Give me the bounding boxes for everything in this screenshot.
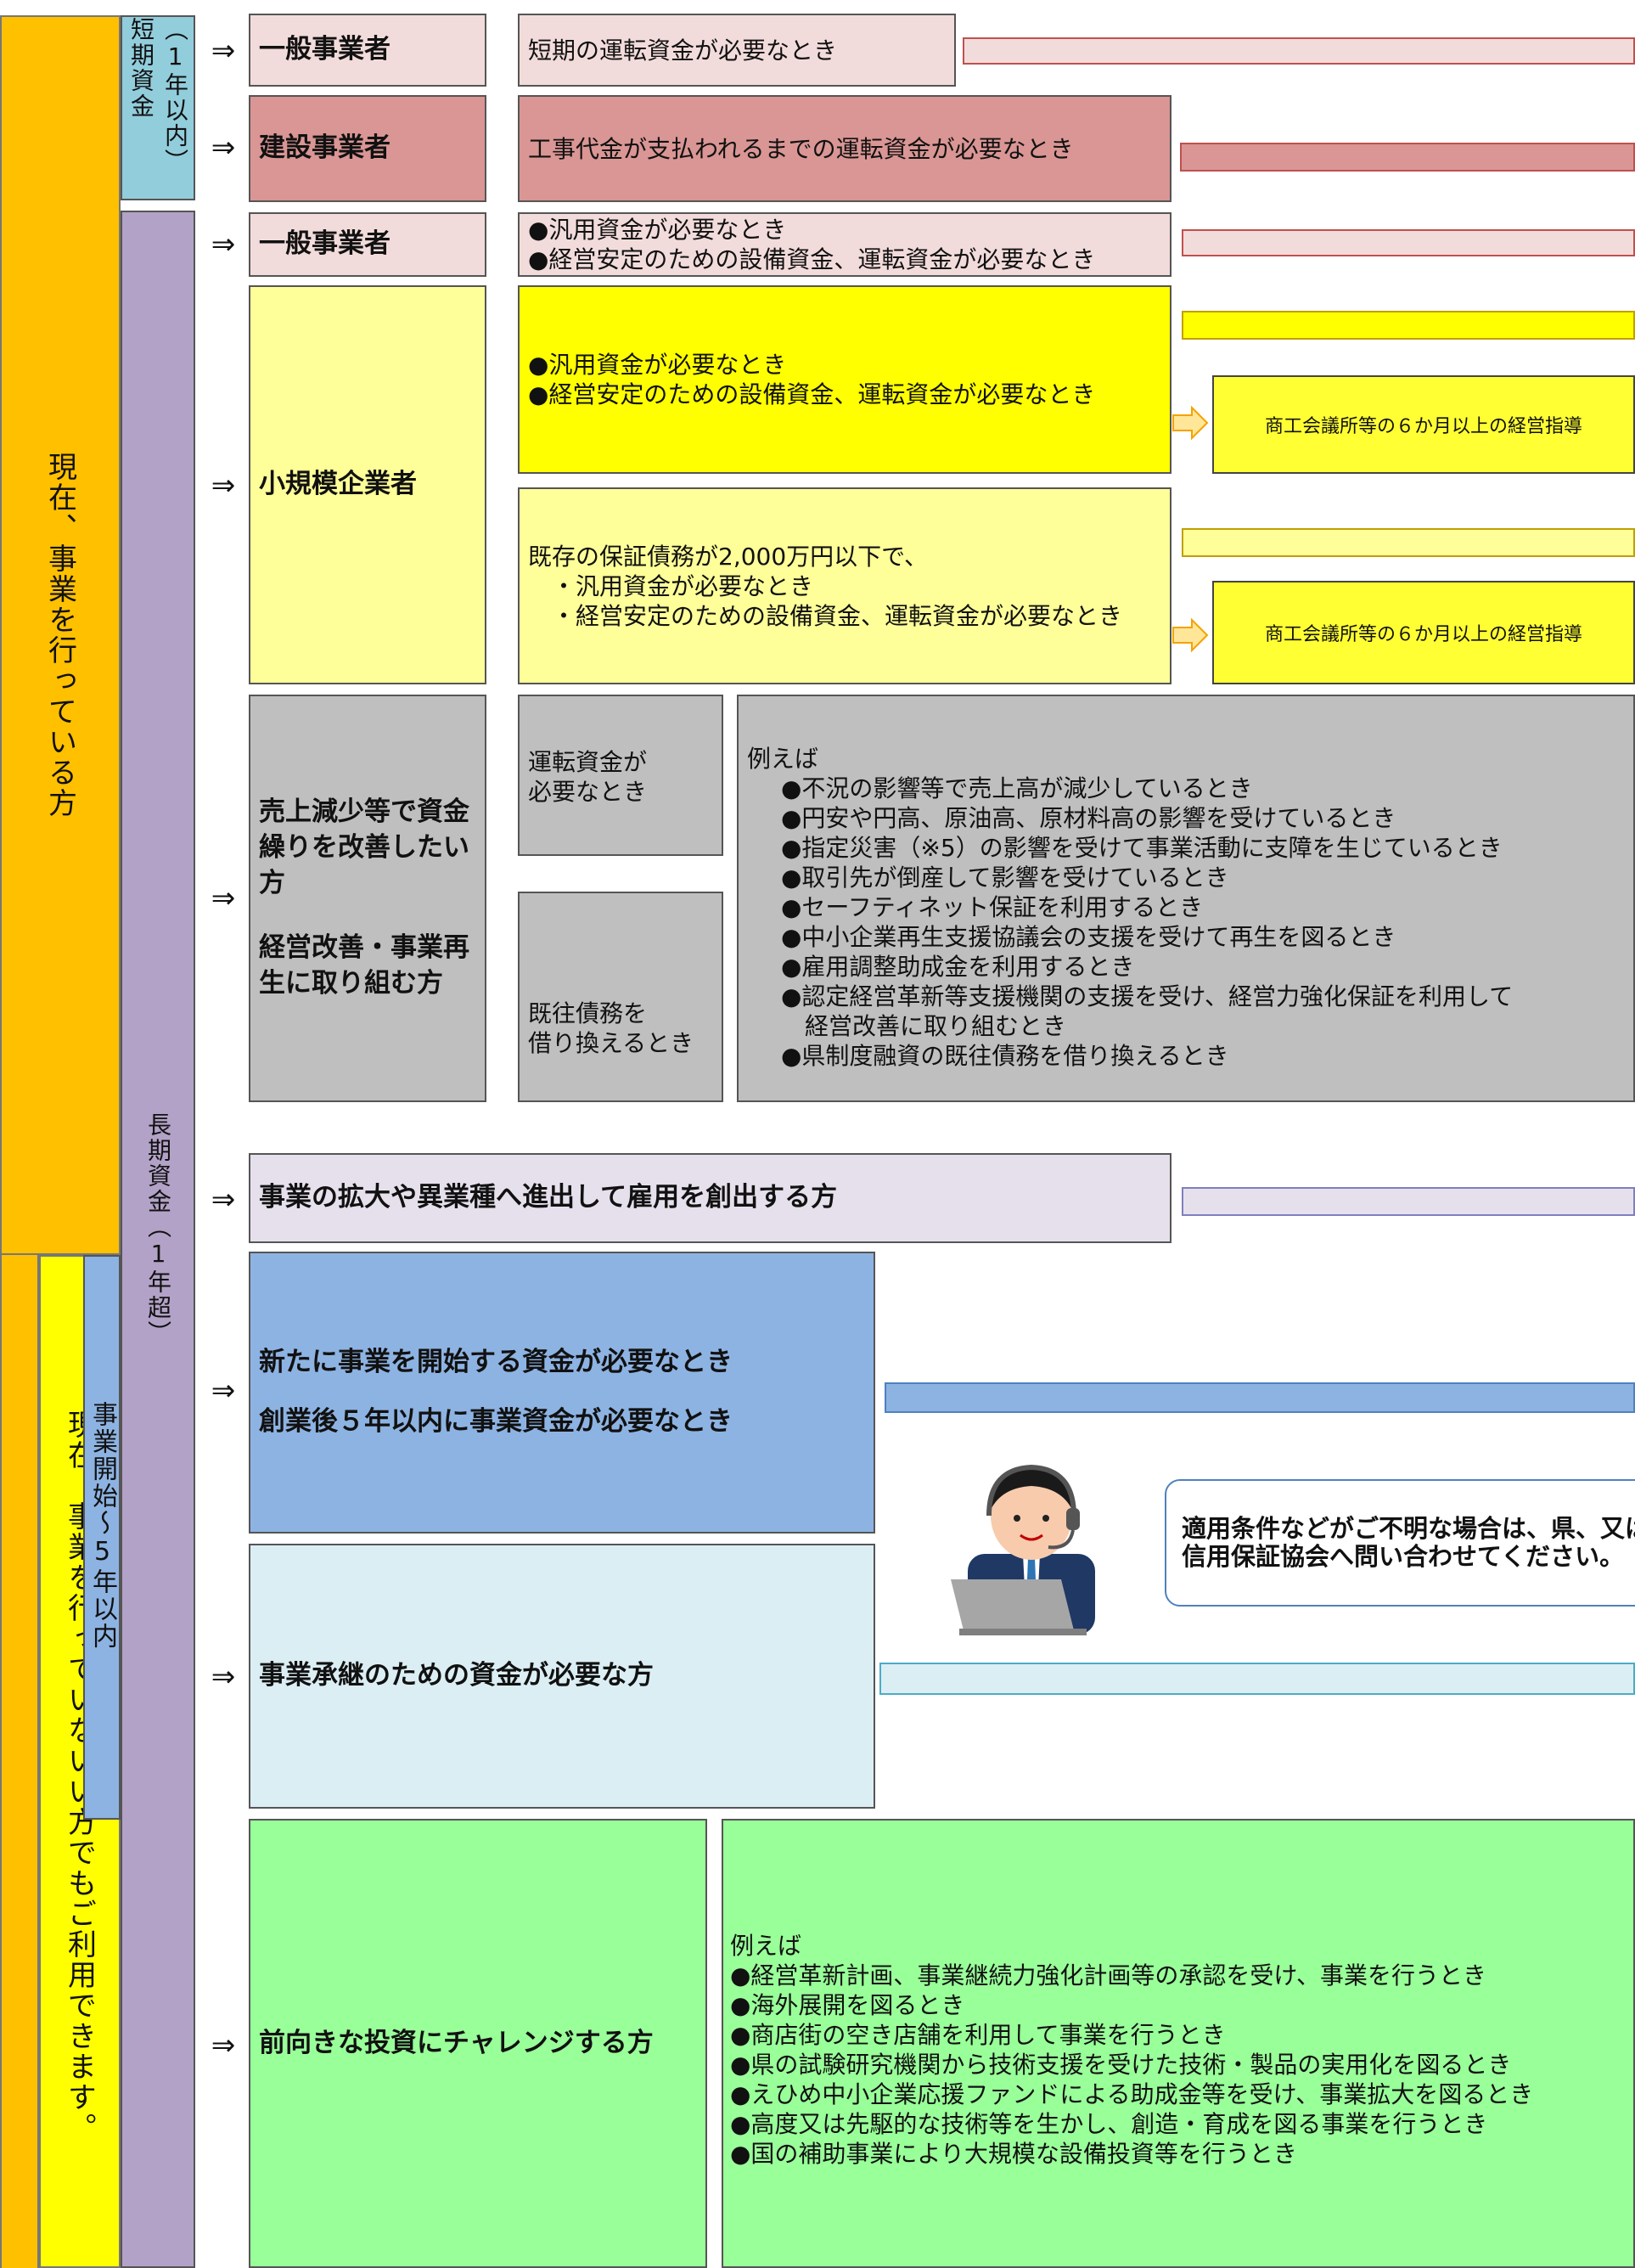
challenge-examples-list: ●経営革新計画、事業継続力強化計画等の承認を受け、事業を行うとき●海外展開を図る… (730, 1961, 1628, 2169)
arrow-startup: ⇒ (211, 1374, 236, 1408)
bar-succession (879, 1663, 1635, 1695)
category-sales: 売上減少等で資金繰りを改善したい方 経営改善・事業再生に取り組む方 (249, 695, 486, 1102)
condition-construction: 工事代金が支払われるまでの運転資金が必要なとき (518, 95, 1171, 202)
sub-refinancing: 既往債務を 借り換えるとき (518, 892, 723, 1102)
challenge-example-item: ●えひめ中小企業応援ファンドによる助成金等を受け、事業拡大を図るとき (730, 2080, 1534, 2108)
guidance-1-text: 商工会議所等の６か月以上の経営指導 (1264, 416, 1582, 437)
startup-line-1: 新たに事業を開始する資金が必要なとき (259, 1347, 733, 1378)
sales-example-item: ●中小企業再生支援協議会の支援を受けて再生を図るとき (781, 923, 1396, 951)
startup-band: 事業開始〜5年以内 (83, 1255, 121, 1820)
challenge-example-item: ●県の試験研究機関から技術支援を受けた技術・製品の実用化を図るとき (730, 2051, 1512, 2079)
arrow-sales: ⇒ (211, 881, 236, 915)
arrow-succession: ⇒ (211, 1660, 236, 1694)
bar-construction (1180, 143, 1635, 172)
arrow-expansion: ⇒ (211, 1183, 236, 1217)
current-business-band: 現在、事業を行っている方 (0, 15, 121, 1255)
category-small: 小規模企業者 (249, 285, 486, 684)
long-term-band: 長期資金（1年超） (121, 211, 195, 2268)
inquiry-box: 適用条件などがご不明な場合は、県、又は 信用保証協会へ問い合わせてください。 (1165, 1479, 1635, 1607)
sales-examples-head: 例えば (747, 745, 819, 773)
category-small-label: 小規模企業者 (259, 469, 417, 500)
short-term-label: （1年以内）短期資金 (127, 17, 189, 174)
bar-small-1 (1182, 311, 1635, 340)
sales-example-item: ●セーフティネット保証を利用するとき (781, 893, 1204, 921)
guidance-box-1: 商工会議所等の６か月以上の経営指導 (1212, 375, 1635, 474)
sub-working-capital-text: 運転資金が 必要なとき (528, 748, 648, 806)
category-expansion: 事業の拡大や異業種へ進出して雇用を創出する方 (249, 1153, 1171, 1243)
startup-line-2: 創業後５年以内に事業資金が必要なとき (259, 1406, 733, 1437)
condition-small-2-text: 既存の保証債務が2,000万円以下で、 ・汎用資金が必要なとき ・経営安定のため… (528, 542, 1123, 630)
category-succession-label: 事業承継のための資金が必要な方 (259, 1660, 654, 1691)
condition-small-2: 既存の保証債務が2,000万円以下で、 ・汎用資金が必要なとき ・経営安定のため… (518, 487, 1171, 684)
category-general-short: 一般事業者 (249, 14, 486, 87)
sales-example-item: ●雇用調整助成金を利用するとき (781, 953, 1135, 981)
challenge-examples-box: 例えば ●経営革新計画、事業継続力強化計画等の承認を受け、事業を行うとき●海外展… (722, 1819, 1635, 2268)
condition-general-short-text: 短期の運転資金が必要なとき (528, 36, 838, 65)
category-sales-label-2: 経営改善・事業再生に取り組む方 (259, 931, 469, 999)
orange-band-lower (0, 1255, 39, 2268)
arrow-construction: ⇒ (211, 131, 236, 165)
long-term-label: 長期資金（1年超） (144, 1112, 172, 1346)
category-general-long-label: 一般事業者 (259, 228, 390, 260)
guidance-box-2: 商工会議所等の６か月以上の経営指導 (1212, 581, 1635, 684)
challenge-example-item: ●国の補助事業により大規模な設備投資等を行うとき (730, 2140, 1297, 2168)
sales-example-item: ●指定災害（※5）の影響を受けて事業活動に支障を生じているとき (781, 834, 1503, 862)
category-general-short-label: 一般事業者 (259, 34, 390, 65)
condition-general-long: ●汎用資金が必要なとき ●経営安定のための設備資金、運転資金が必要なとき (518, 212, 1171, 277)
challenge-example-item: ●商店街の空き店舗を利用して事業を行うとき (730, 2021, 1226, 2049)
arrow-challenge: ⇒ (211, 2029, 236, 2063)
condition-general-short: 短期の運転資金が必要なとき (518, 14, 956, 87)
inquiry-text: 適用条件などがご不明な場合は、県、又は 信用保証協会へ問い合わせてください。 (1182, 1513, 1635, 1571)
condition-construction-text: 工事代金が支払われるまでの運転資金が必要なとき (528, 134, 1074, 163)
sales-example-item: ●取引先が倒産して影響を受けているとき (781, 864, 1229, 892)
challenge-example-item: ●高度又は先駆的な技術等を生かし、創造・育成を図る事業を行うとき (730, 2110, 1488, 2138)
challenge-examples-head: 例えば (730, 1932, 802, 1960)
guidance-2-text: 商工会議所等の６か月以上の経営指導 (1264, 624, 1582, 645)
condition-small-1-text: ●汎用資金が必要なとき ●経営安定のための設備資金、運転資金が必要なとき (528, 351, 1096, 408)
chevron-right-icon (1172, 406, 1209, 440)
sales-example-item: ●不況の影響等で売上高が減少しているとき (781, 774, 1253, 802)
challenge-example-item: ●海外展開を図るとき (730, 1991, 965, 2019)
category-startup: 新たに事業を開始する資金が必要なとき 創業後５年以内に事業資金が必要なとき (249, 1252, 875, 1534)
bar-general-short (963, 37, 1635, 65)
sub-refinancing-text: 既往債務を 借り換えるとき (528, 999, 694, 1057)
condition-small-1: ●汎用資金が必要なとき ●経営安定のための設備資金、運転資金が必要なとき (518, 285, 1171, 474)
arrow-general-short: ⇒ (211, 34, 236, 68)
bar-expansion (1182, 1187, 1635, 1216)
current-business-label: 現在、事業を行っている方 (42, 452, 77, 819)
category-challenge: 前向きな投資にチャレンジする方 (249, 1819, 707, 2268)
startup-label: 事業開始〜5年以内 (87, 1401, 117, 1650)
operator-illustration (951, 1464, 1095, 1635)
category-sales-label-1: 売上減少等で資金繰りを改善したい方 (259, 796, 469, 899)
bar-startup (885, 1382, 1635, 1413)
category-challenge-label: 前向きな投資にチャレンジする方 (259, 2027, 654, 2058)
category-expansion-label: 事業の拡大や異業種へ進出して雇用を創出する方 (259, 1182, 838, 1213)
challenge-example-item: ●経営革新計画、事業継続力強化計画等の承認を受け、事業を行うとき (730, 1961, 1487, 1989)
sales-examples-list: ●不況の影響等で売上高が減少しているとき●円安や円高、原油高、原材料高の影響を受… (747, 774, 1627, 1071)
category-general-long: 一般事業者 (249, 212, 486, 277)
sales-example-item: ●認定経営革新等支援機関の支援を受け、経営力強化保証を利用して 経営改善に取り組… (781, 982, 1514, 1040)
bar-small-2 (1182, 528, 1635, 557)
category-succession: 事業承継のための資金が必要な方 (249, 1544, 875, 1809)
sub-working-capital: 運転資金が 必要なとき (518, 695, 723, 856)
arrow-general-long: ⇒ (211, 228, 236, 262)
bar-general-long (1182, 229, 1635, 256)
category-construction: 建設事業者 (249, 95, 486, 202)
sales-examples-box: 例えば ●不況の影響等で売上高が減少しているとき●円安や円高、原油高、原材料高の… (737, 695, 1635, 1102)
category-construction-label: 建設事業者 (259, 132, 390, 164)
chevron-right-icon (1172, 618, 1209, 652)
sales-example-item: ●県制度融資の既往債務を借り換えるとき (781, 1042, 1229, 1070)
sales-example-item: ●円安や円高、原油高、原材料高の影響を受けているとき (781, 804, 1396, 832)
arrow-small: ⇒ (211, 469, 236, 503)
short-term-band: （1年以内）短期資金 (121, 15, 195, 200)
condition-general-long-text: ●汎用資金が必要なとき ●経営安定のための設備資金、運転資金が必要なとき (528, 216, 1096, 273)
